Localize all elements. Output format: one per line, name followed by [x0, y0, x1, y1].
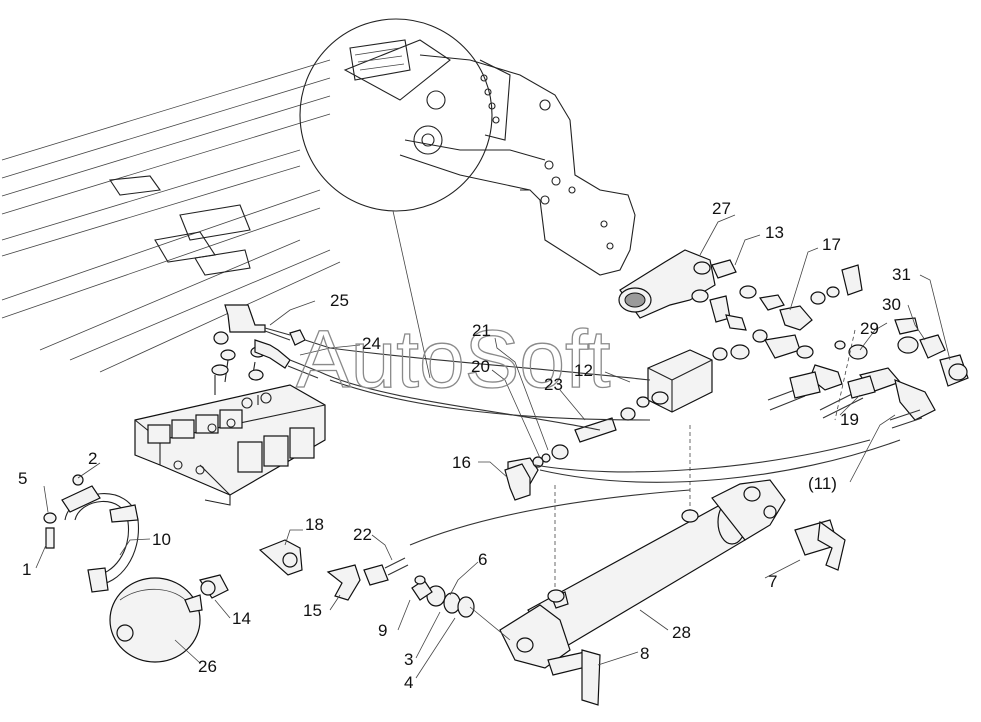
- callout-12: 12: [574, 361, 593, 380]
- fitting-16: [504, 463, 531, 501]
- callout-24: 24: [362, 334, 381, 353]
- callout-23: 23: [544, 375, 563, 394]
- callout-21: 21: [472, 321, 491, 340]
- callout-9: 9: [378, 621, 387, 640]
- fitting-12-block: [620, 349, 713, 421]
- callout-3: 3: [404, 650, 413, 669]
- control-valve-block: [134, 331, 326, 506]
- callout-6: 6: [478, 550, 487, 569]
- callout-11: (11): [808, 474, 837, 493]
- callout-5: 5: [18, 469, 27, 488]
- pin-8: [547, 649, 601, 706]
- watermark-text: AutoSoft: [296, 314, 611, 405]
- callout-19: 19: [840, 410, 859, 429]
- fitting-15-18-22-14: [199, 539, 409, 601]
- detail-magnifier-circle: [299, 18, 493, 212]
- clamp-10: [61, 485, 139, 593]
- callout-17: 17: [822, 235, 841, 254]
- callout-15: 15: [303, 601, 322, 620]
- callout-31: 31: [892, 265, 911, 284]
- callout-4: 4: [404, 673, 413, 692]
- callout-30: 30: [882, 295, 901, 314]
- hydraulic-hoses: [319, 329, 901, 590]
- callout-labels: 1 2 3 4 5 6 7 8 9 10 (11) 12 13 14 15 16…: [18, 199, 911, 692]
- callout-18: 18: [305, 515, 324, 534]
- callout-2: 2: [88, 449, 97, 468]
- callout-25: 25: [330, 291, 349, 310]
- callout-27: 27: [712, 199, 731, 218]
- fitting-24-25-group: [224, 304, 331, 379]
- callout-7: 7: [768, 572, 777, 591]
- callout-29: 29: [860, 319, 879, 338]
- accumulator-26: [109, 577, 203, 663]
- magnifier-leader: [392, 210, 431, 379]
- leader-lines: [35, 214, 951, 679]
- pin-7: [794, 519, 846, 571]
- screws-1-2-5: [43, 474, 84, 549]
- hydraulic-cylinder: [499, 479, 786, 669]
- callout-20: 20: [471, 357, 490, 376]
- washers-and-screw: [411, 575, 511, 641]
- callout-22: 22: [353, 525, 372, 544]
- callout-13: 13: [765, 223, 784, 242]
- callout-14: 14: [232, 609, 251, 628]
- boom-frame: [1, 59, 341, 373]
- callout-28: 28: [672, 623, 691, 642]
- mounting-bracket: [343, 39, 636, 276]
- callout-26: 26: [198, 657, 217, 676]
- callout-1: 1: [22, 560, 31, 579]
- callout-10: 10: [152, 530, 171, 549]
- callout-8: 8: [640, 644, 649, 663]
- callout-16: 16: [452, 453, 471, 472]
